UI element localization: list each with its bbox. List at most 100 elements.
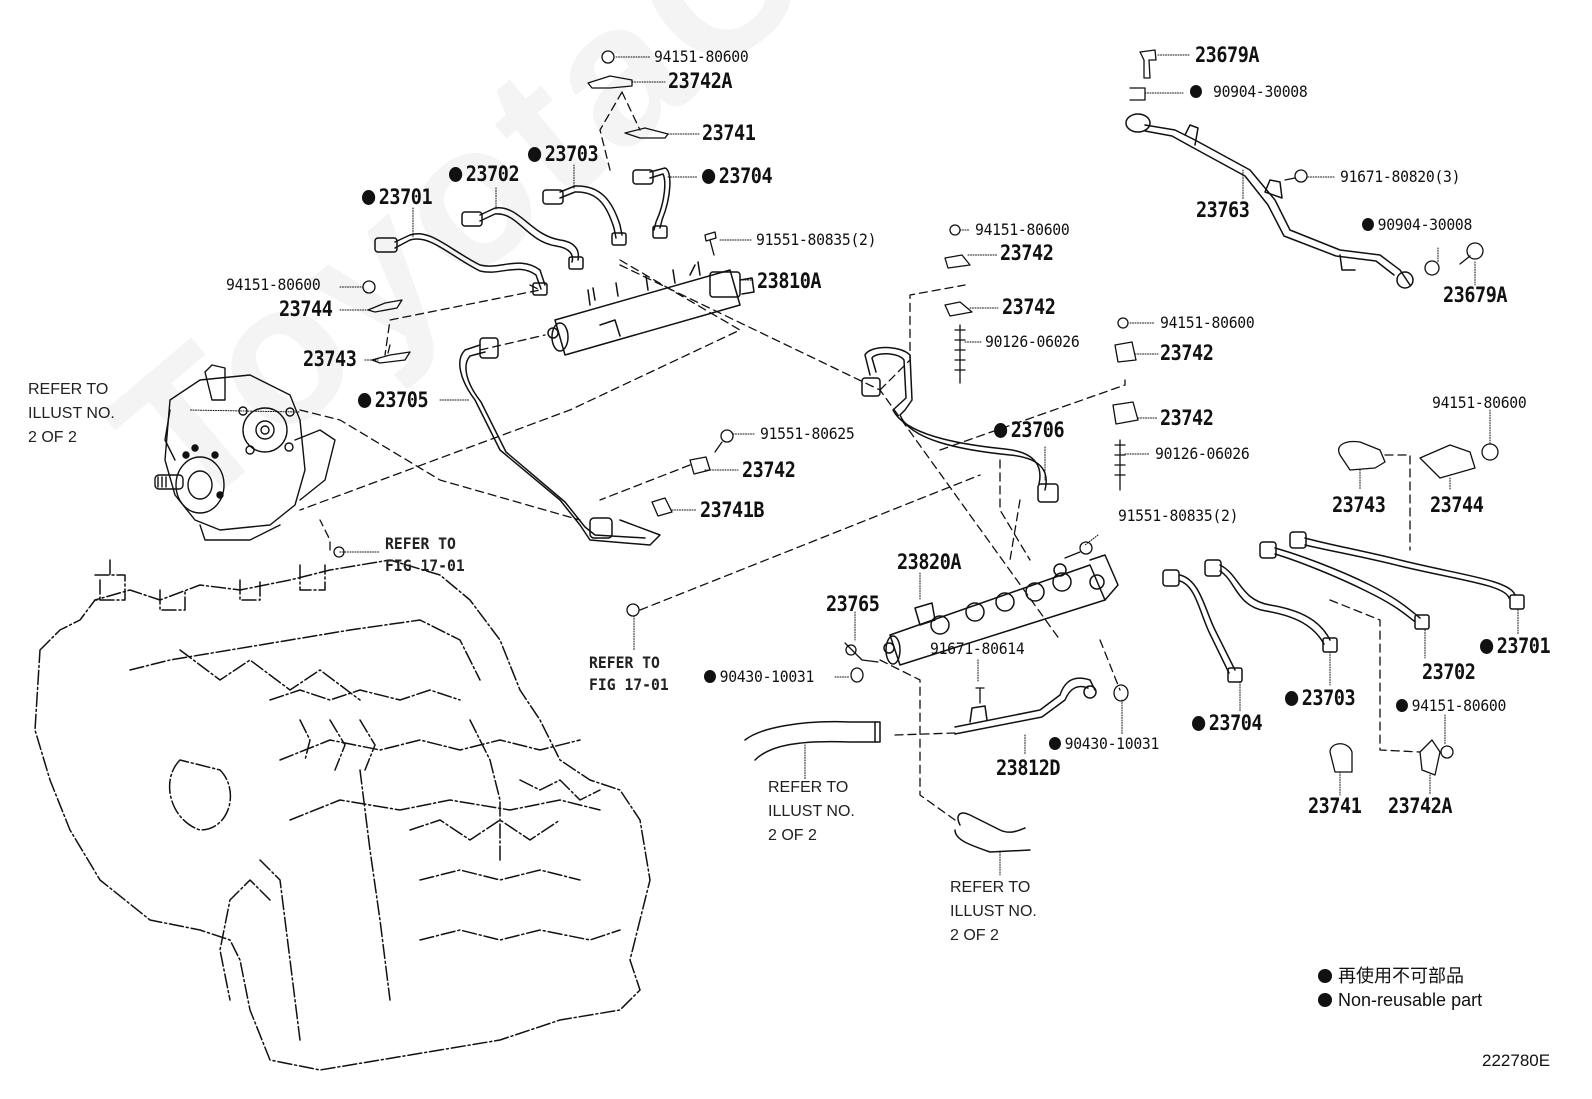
part-label[interactable]: 91671-80614 (930, 639, 1025, 658)
part-label[interactable]: 23743 (303, 347, 357, 371)
part-number: 91551-80835(2) (1118, 506, 1239, 525)
injection-pipe-23702[interactable] (461, 207, 584, 270)
part-number: 91671-80614 (930, 639, 1025, 658)
injection-pipe-23701-right[interactable] (1289, 531, 1525, 610)
injection-pipe-23703-right[interactable] (1204, 559, 1338, 653)
fuel-return-pipe-23812D[interactable] (954, 677, 1097, 735)
part-number: 23744 (1430, 493, 1484, 517)
legend-text-english: Non-reusable part (1338, 990, 1483, 1010)
injection-pipe-23703[interactable] (542, 185, 627, 246)
part-label-non-reusable[interactable]: 23704 (702, 166, 773, 187)
refer-note-hose: REFER TO ILLUST NO. 2 OF 2 (950, 879, 1037, 944)
part-label-non-reusable[interactable]: 90904-30008 (1190, 84, 1308, 100)
fuel-hose-right[interactable] (954, 812, 1031, 853)
part-label-non-reusable[interactable]: 23702 (449, 162, 520, 186)
part-label-non-reusable[interactable]: 23703 (528, 144, 599, 165)
part-label[interactable]: 91671-80820(3) (1340, 169, 1460, 185)
injection-pipe-23704[interactable] (632, 167, 671, 239)
part-label[interactable]: 91551-80625 (760, 426, 855, 442)
part-number: 90904-30008 (1377, 215, 1473, 234)
part-label[interactable]: 90126-06026 (985, 332, 1080, 351)
non-reusable-bullet-icon (1049, 737, 1061, 750)
part-label[interactable]: 23810A (757, 269, 822, 293)
fuel-hose-left[interactable] (744, 720, 881, 761)
non-reusable-bullet-icon (362, 190, 376, 205)
part-label[interactable]: 23741 (702, 123, 756, 144)
part-label[interactable]: 94151-80600 (975, 220, 1070, 239)
part-label-non-reusable[interactable]: 90430-10031 (1049, 736, 1159, 752)
part-number: 94151-80600 (1432, 393, 1527, 412)
non-reusable-bullet-icon (1318, 993, 1332, 1007)
part-label[interactable]: 23742A (668, 71, 733, 92)
part-number: 23704 (1208, 711, 1263, 735)
leakage-pipe-23763[interactable] (1125, 113, 1414, 289)
part-label[interactable]: 23742 (1160, 408, 1214, 429)
part-label[interactable]: 23744 (1430, 493, 1484, 517)
refer-note-hose: REFER TO ILLUST NO. 2 OF 2 (768, 779, 855, 844)
part-number: 23763 (1196, 198, 1250, 222)
part-number: 94151-80600 (226, 275, 321, 294)
part-label[interactable]: 23742A (1388, 796, 1453, 817)
part-label[interactable]: 23742 (1000, 243, 1054, 264)
part-label-non-reusable[interactable]: 23701 (362, 185, 433, 209)
part-number: 23702 (1422, 660, 1476, 684)
part-number: 23742 (1002, 295, 1056, 319)
part-label[interactable]: 23743 (1332, 493, 1386, 517)
fasteners (333, 49, 1499, 776)
part-label-non-reusable[interactable]: 23706 (994, 418, 1065, 442)
part-label-non-reusable[interactable]: 23704 (1192, 711, 1263, 735)
part-label-non-reusable[interactable]: 94151-80600 (1396, 698, 1506, 714)
part-label[interactable]: 23741B (700, 500, 765, 521)
part-number: 23810A (757, 269, 822, 293)
fuel-pipe-23706[interactable] (861, 346, 1059, 503)
fuel-supply-pump[interactable] (154, 364, 336, 541)
part-number: 94151-80600 (975, 220, 1070, 239)
part-number: 23706 (1010, 418, 1065, 442)
refer-note-fig: REFER TO FIG 17-01 (385, 534, 465, 575)
part-number: 23765 (826, 592, 880, 616)
part-label[interactable]: 94151-80600 (1432, 393, 1527, 412)
part-number: 23679A (1195, 43, 1260, 67)
part-label[interactable]: 23702 (1422, 660, 1476, 684)
part-label[interactable]: 23742 (1160, 343, 1214, 364)
part-label[interactable]: 23744 (279, 297, 333, 321)
part-label[interactable]: 23763 (1196, 198, 1250, 222)
part-number: 23743 (303, 347, 357, 371)
injection-pipe-23701[interactable] (374, 232, 548, 296)
part-number: 90126-06026 (985, 332, 1080, 351)
part-label[interactable]: 94151-80600 (226, 275, 321, 294)
part-label[interactable]: 91551-80835(2) (1118, 508, 1238, 524)
part-label[interactable]: 23742 (742, 460, 796, 481)
part-number: 91551-80835(2) (756, 230, 877, 249)
part-number: 23702 (465, 162, 520, 186)
part-label[interactable]: 23679A (1443, 285, 1508, 306)
injection-pipe-23704-right[interactable] (1162, 569, 1243, 683)
injection-pipe-23702-right[interactable] (1259, 541, 1430, 630)
part-number: 23705 (374, 388, 429, 412)
part-number: 23701 (378, 185, 433, 209)
part-label[interactable]: 23812D (996, 756, 1061, 780)
part-number: 23812D (996, 756, 1061, 780)
part-number: 94151-80600 (1411, 696, 1507, 715)
part-label[interactable]: 23741 (1308, 796, 1362, 817)
part-label[interactable]: 94151-80600 (654, 49, 749, 65)
part-label[interactable]: 90126-06026 (1155, 446, 1250, 462)
part-number: 23744 (279, 297, 333, 321)
fuel-pipe-23705[interactable] (459, 337, 661, 546)
part-label[interactable]: 23765 (826, 592, 880, 616)
part-label[interactable]: 23820A (897, 552, 962, 573)
part-label-non-reusable[interactable]: 23703 (1285, 688, 1356, 709)
part-label[interactable]: 23742 (1002, 295, 1056, 319)
part-label-non-reusable[interactable]: 90904-30008 (1362, 217, 1472, 233)
part-label[interactable]: 94151-80600 (1160, 313, 1255, 332)
part-label[interactable]: 23679A (1195, 43, 1260, 67)
refer-note-pump: REFER TO ILLUST NO. 2 OF 2 (28, 381, 115, 446)
part-label-non-reusable[interactable]: 23701 (1480, 636, 1551, 657)
part-label[interactable]: 91551-80835(2) (756, 232, 876, 248)
common-rail-left[interactable] (547, 261, 755, 356)
part-label-non-reusable[interactable]: 23705 (358, 388, 429, 412)
part-label-non-reusable[interactable]: 90430-10031 (704, 669, 814, 685)
part-number: 23743 (1332, 493, 1386, 517)
part-number: 94151-80600 (1160, 313, 1255, 332)
